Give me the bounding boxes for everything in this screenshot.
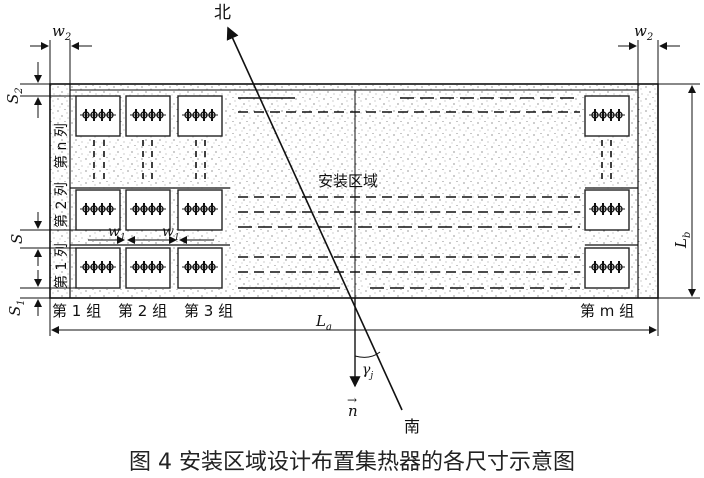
svg-text:La: La bbox=[315, 312, 332, 333]
svg-text:γj: γj bbox=[362, 362, 373, 381]
row-label-2: 第 2 列 bbox=[53, 182, 70, 228]
row-continuation-dashes bbox=[93, 140, 612, 182]
collector-row2-g3 bbox=[178, 190, 222, 230]
svg-text:S2: S2 bbox=[4, 87, 25, 104]
collector-row1-g3 bbox=[178, 248, 222, 288]
group-continuation-dashes bbox=[238, 97, 580, 289]
svg-text:S: S bbox=[8, 234, 26, 244]
group-label-1: 第 1 组 bbox=[52, 302, 101, 320]
dimension-w1: w1 w1 bbox=[88, 224, 214, 244]
south-label: 南 bbox=[404, 417, 420, 436]
dimension-Lb: Lb bbox=[658, 83, 700, 299]
svg-text:n: n bbox=[348, 402, 358, 420]
collector-row1-g1 bbox=[76, 248, 120, 288]
collector-rown-g1 bbox=[76, 96, 120, 136]
dimension-S: S bbox=[8, 212, 76, 266]
collector-row1-g2 bbox=[126, 248, 170, 288]
svg-text:S1: S1 bbox=[6, 299, 27, 316]
dimension-w2-right: w2 bbox=[618, 22, 680, 84]
group-label-3: 第 3 组 bbox=[184, 302, 233, 320]
north-south-axis: 北 南 bbox=[214, 3, 420, 436]
svg-text:→: → bbox=[347, 393, 357, 407]
collector-rown-g3 bbox=[178, 96, 222, 136]
azimuth-angle: γj bbox=[354, 351, 381, 381]
normal-vector: n → bbox=[347, 298, 361, 420]
collector-layout-diagram: 安装区域 第 n 列 第 2 列 第 1 列 第 1 组 第 2 组 第 3 组… bbox=[4, 3, 700, 436]
row-label-n: 第 n 列 bbox=[53, 123, 70, 169]
area-label: 安装区域 bbox=[318, 172, 378, 190]
svg-text:w1: w1 bbox=[162, 224, 180, 243]
dimension-La: La bbox=[49, 298, 659, 336]
collector-rown-gm bbox=[585, 96, 629, 136]
dimension-S1: S1 bbox=[6, 270, 76, 316]
north-label: 北 bbox=[214, 3, 231, 23]
group-label-m: 第 m 组 bbox=[580, 302, 634, 320]
group-label-2: 第 2 组 bbox=[118, 302, 167, 320]
collector-rown-g2 bbox=[126, 96, 170, 136]
svg-text:w2: w2 bbox=[634, 22, 653, 43]
row-label-1: 第 1 列 bbox=[53, 243, 70, 289]
row-labels: 第 n 列 第 2 列 第 1 列 bbox=[53, 123, 70, 289]
figure-caption: 图 4 安装区域设计布置集热器的各尺寸示意图 bbox=[129, 450, 575, 475]
svg-text:w1: w1 bbox=[108, 224, 126, 243]
dimension-w2-left: w2 bbox=[30, 22, 92, 84]
svg-text:w2: w2 bbox=[52, 22, 71, 43]
collector-row2-gm bbox=[585, 190, 629, 230]
group-labels: 第 1 组 第 2 组 第 3 组 第 m 组 bbox=[52, 302, 634, 320]
collector-row1-gm bbox=[585, 248, 629, 288]
dimension-S2: S2 bbox=[4, 62, 76, 118]
svg-text:Lb: Lb bbox=[672, 232, 693, 249]
